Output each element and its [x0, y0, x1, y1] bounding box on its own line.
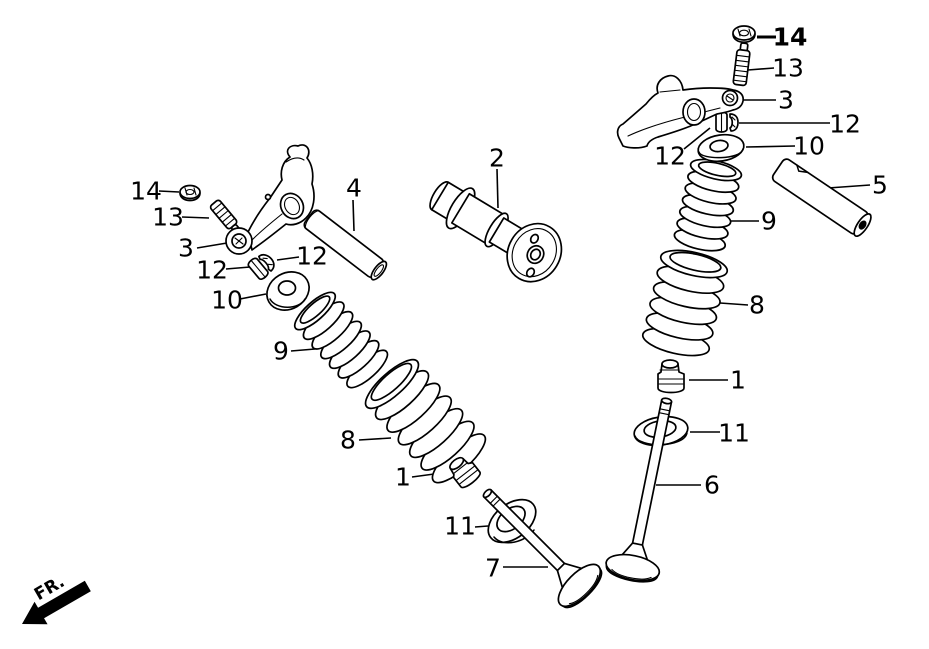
part-label-8-left: 8 [340, 425, 356, 455]
valve-left [482, 488, 603, 609]
valve-spring-outer-left [364, 358, 487, 484]
part-label-12-right-a: 12 [829, 109, 861, 139]
part-label-14-left: 14 [130, 176, 162, 206]
part-label-8-right: 8 [749, 290, 765, 320]
part-label-10-right: 10 [793, 131, 825, 161]
spring-retainer-right [697, 133, 745, 163]
part-label-2: 2 [489, 143, 505, 173]
valve-right [605, 397, 673, 583]
part-label-13-right: 13 [772, 53, 804, 83]
part-label-1-right: 1 [730, 365, 746, 395]
valve-seal-right [657, 359, 685, 394]
adjusting-screw-right [732, 42, 751, 87]
rocker-shaft [771, 158, 872, 238]
part-label-5: 5 [872, 170, 888, 200]
rocker-shaft-pin [303, 209, 388, 281]
part-label-12-left-b: 12 [296, 241, 328, 271]
part-label-14-right: 14 [772, 22, 808, 52]
camshaft [429, 181, 563, 283]
rocker-arm-left [225, 144, 315, 255]
rocker-arm-right [616, 74, 744, 149]
part-label-7: 7 [485, 553, 501, 583]
valve-spring-outer-right [641, 249, 729, 357]
part-label-1-left: 1 [395, 462, 411, 492]
part-label-12-right-b: 12 [654, 141, 686, 171]
spring-retainer-left [266, 271, 310, 311]
part-label-3-right: 3 [778, 85, 794, 115]
part-label-9-right: 9 [761, 206, 777, 236]
part-label-11-left: 11 [444, 511, 476, 541]
part-label-10-left: 10 [211, 285, 243, 315]
part-label-6: 6 [704, 470, 720, 500]
lock-nut-right [732, 25, 756, 44]
valve-cotters-right [715, 111, 739, 133]
part-label-13-left: 13 [152, 202, 184, 232]
part-label-11-right: 11 [718, 418, 750, 448]
part-label-12-left-a: 12 [196, 255, 228, 285]
valve-spring-inner-left [293, 291, 389, 389]
part-label-4: 4 [346, 173, 362, 203]
valve-spring-inner-right [673, 158, 743, 252]
fr-direction-arrow: FR. [22, 572, 91, 625]
part-label-3-left: 3 [178, 233, 194, 263]
valve-cotters-left [247, 253, 275, 280]
valve-seal-left [449, 456, 481, 489]
part-label-9-left: 9 [273, 336, 289, 366]
lock-nut-left [179, 184, 201, 202]
